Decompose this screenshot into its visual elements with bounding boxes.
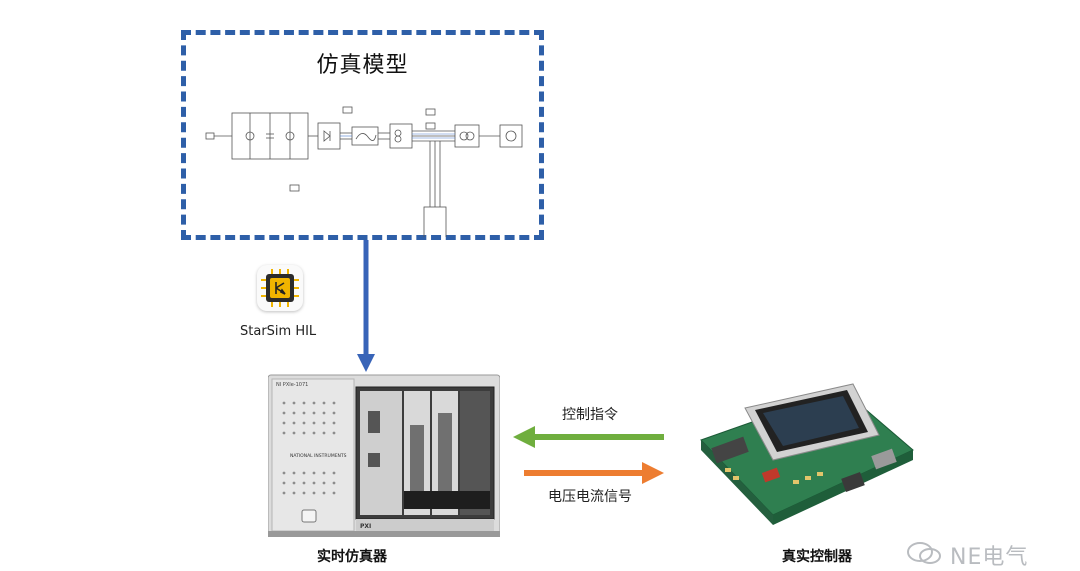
voltage-current-signal-arrow [524, 462, 664, 484]
pxi-model-text: NI PXIe-1071 [276, 382, 308, 388]
model-to-simulator-arrow [356, 240, 376, 374]
circuit-diagram [200, 97, 530, 237]
watermark-text: NE电气 [950, 539, 1028, 571]
pxi-brand-text: NATIONAL INSTRUMENTS [290, 453, 347, 459]
control-command-arrow [513, 426, 665, 448]
voltage-current-signal-label: 电压电流信号 [548, 486, 632, 506]
simulation-model-panel: 仿真模型 [181, 30, 544, 240]
pxi-bus-text: PXI [360, 523, 371, 530]
control-command-label: 控制指令 [562, 404, 618, 424]
controller-caption: 真实控制器 [782, 546, 852, 566]
starsim-hil-icon [257, 265, 303, 311]
starsim-hil-label: StarSim HIL [240, 324, 316, 339]
wechat-icon [906, 541, 942, 565]
watermark: NE电气 [906, 541, 1076, 565]
simulator-caption: 实时仿真器 [317, 546, 387, 566]
controller-board-image [693, 380, 915, 530]
pxi-chassis-image: NI PXIe-1071 NATIONAL INSTRUMENTS PXI [268, 373, 500, 538]
model-title: 仿真模型 [186, 47, 539, 79]
